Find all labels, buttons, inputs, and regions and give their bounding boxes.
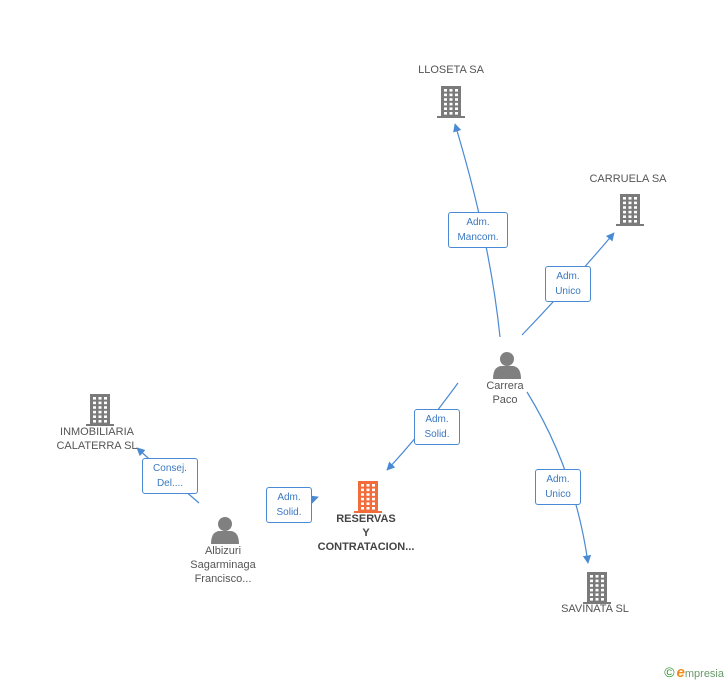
edge-label[interactable]: Adm. Mancom. [448, 212, 508, 248]
edge-label-text: Solid. [276, 507, 302, 518]
edge-label[interactable]: Adm. Unico [545, 266, 591, 302]
company-icon[interactable] [437, 86, 465, 118]
edge-label-text: Mancom. [457, 232, 499, 243]
node-label-lloseta[interactable]: LLOSETA SA [418, 64, 484, 76]
edge-label-text: Adm. [546, 474, 570, 485]
edge-label-text: Adm. [277, 492, 301, 503]
empresia-logo: ©empresia [664, 664, 724, 681]
edge-label[interactable]: Consej. Del.... [142, 458, 198, 494]
edge-label-text: Adm. [466, 217, 490, 228]
person-icon[interactable] [211, 517, 239, 544]
node-label-carruela[interactable]: CARRUELA SA [589, 173, 667, 185]
edge-label-text: Adm. [425, 414, 449, 425]
main-company-icon[interactable] [354, 481, 382, 513]
edge-label-text: Unico [555, 286, 581, 297]
edge-label[interactable]: Adm. Unico [535, 469, 581, 505]
copyright-symbol: © [664, 664, 675, 680]
edge-label-text: Adm. [556, 271, 580, 282]
edge-label-text: Unico [545, 489, 571, 500]
logo-text: mpresia [684, 668, 724, 680]
edge-label-text: Solid. [424, 429, 450, 440]
company-icon[interactable] [86, 394, 114, 426]
person-icon[interactable] [493, 352, 521, 379]
company-icon[interactable] [616, 194, 644, 226]
edge-label[interactable]: Adm. Solid. [414, 409, 460, 445]
node-label-savinata[interactable]: SAVINATA SL [561, 603, 629, 615]
company-icon[interactable] [583, 572, 611, 604]
logo-first-letter: e [676, 664, 685, 681]
edge-label[interactable]: Adm. Solid. [266, 487, 312, 523]
edge-label-text: Del.... [156, 478, 184, 489]
edge-label-text: Consej. [153, 463, 187, 474]
